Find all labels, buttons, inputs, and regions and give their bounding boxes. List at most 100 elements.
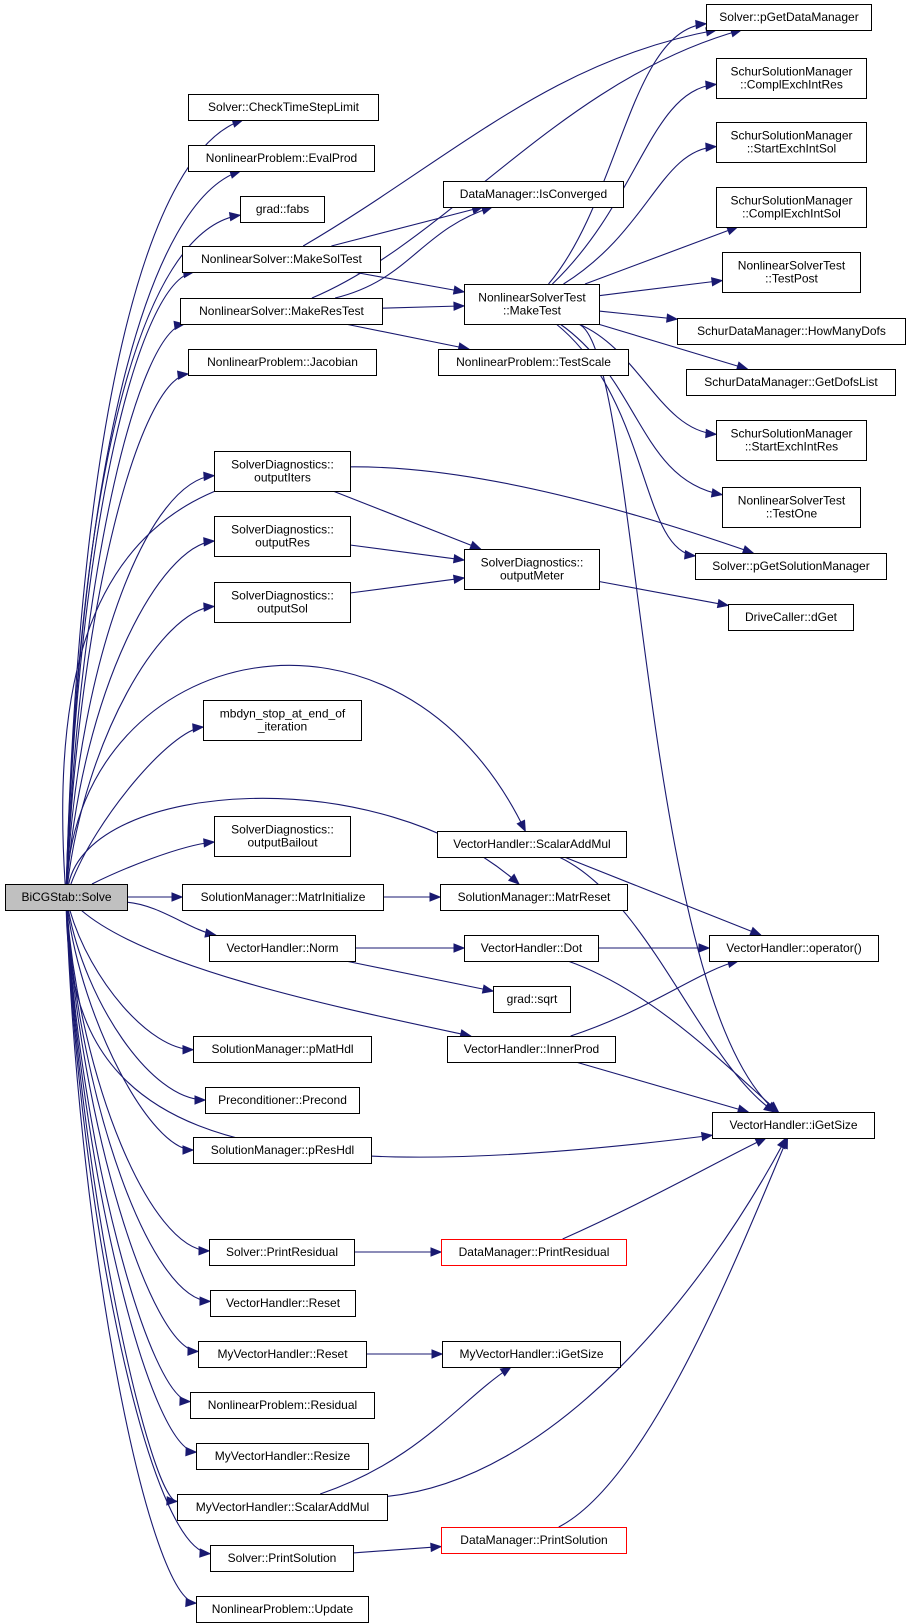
node-box[interactable] <box>722 252 861 293</box>
node-box[interactable] <box>182 246 381 273</box>
node-box[interactable] <box>205 1087 360 1114</box>
node-box[interactable] <box>464 549 600 590</box>
node-n_printsol[interactable]: Solver::PrintSolution <box>210 1545 354 1572</box>
node-n_testpost[interactable]: NonlinearSolverTest::TestPost <box>722 252 861 293</box>
node-box[interactable] <box>188 94 379 121</box>
node-n_vhscalar[interactable]: VectorHandler::ScalarAddMul <box>437 831 627 858</box>
node-n_nlresidual[interactable]: NonlinearProblem::Residual <box>190 1392 375 1419</box>
node-box[interactable] <box>193 1036 372 1063</box>
node-n_fabs[interactable]: grad::fabs <box>240 196 325 223</box>
node-box[interactable] <box>706 4 872 31</box>
node-n_mbdyn[interactable]: mbdyn_stop_at_end_of_iteration <box>203 700 362 741</box>
node-n_myvhigetsize[interactable]: MyVectorHandler::iGetSize <box>442 1341 621 1368</box>
node-root[interactable]: BiCGStab::Solve <box>5 884 128 911</box>
node-box[interactable] <box>196 1443 369 1470</box>
node-n_dmprintres[interactable]: DataManager::PrintResidual <box>441 1239 627 1266</box>
node-box[interactable] <box>695 553 887 580</box>
node-box[interactable] <box>209 1239 355 1266</box>
node-box[interactable] <box>709 935 879 962</box>
node-box[interactable] <box>441 1239 627 1266</box>
node-n_pmathdl[interactable]: SolutionManager::pMatHdl <box>193 1036 372 1063</box>
node-n_checktime[interactable]: Solver::CheckTimeStepLimit <box>188 94 379 121</box>
node-n_getdofs[interactable]: SchurDataManager::GetDofsList <box>686 369 896 396</box>
node-box[interactable] <box>686 369 896 396</box>
node-box[interactable] <box>209 935 356 962</box>
node-n_outmeter[interactable]: SolverDiagnostics::outputMeter <box>464 549 600 590</box>
node-box[interactable] <box>214 516 351 557</box>
node-box[interactable] <box>203 700 362 741</box>
node-box[interactable] <box>188 145 375 172</box>
node-n_outiters[interactable]: SolverDiagnostics::outputIters <box>214 451 351 492</box>
node-n_myvhresize[interactable]: MyVectorHandler::Resize <box>196 1443 369 1470</box>
node-box[interactable] <box>677 318 906 345</box>
node-n_outbailout[interactable]: SolverDiagnostics::outputBailout <box>214 816 351 857</box>
node-n_myvhscalar[interactable]: MyVectorHandler::ScalarAddMul <box>177 1494 388 1521</box>
node-box[interactable] <box>441 1527 627 1554</box>
node-n_vhdot[interactable]: VectorHandler::Dot <box>464 935 599 962</box>
node-n_dget[interactable]: DriveCaller::dGet <box>728 604 854 631</box>
node-n_pgetdm[interactable]: Solver::pGetDataManager <box>706 4 872 31</box>
node-box[interactable] <box>716 58 867 99</box>
node-box[interactable] <box>210 1545 354 1572</box>
node-n_myvhreset[interactable]: MyVectorHandler::Reset <box>198 1341 367 1368</box>
node-box[interactable] <box>716 122 867 163</box>
node-box[interactable] <box>443 181 624 208</box>
node-n_vhigetsize[interactable]: VectorHandler::iGetSize <box>712 1112 875 1139</box>
node-n_startres[interactable]: SchurSolutionManager::StartExchIntRes <box>716 420 867 461</box>
node-n_innerprod[interactable]: VectorHandler::InnerProd <box>447 1036 616 1063</box>
node-n_vhnorm[interactable]: VectorHandler::Norm <box>209 935 356 962</box>
node-box[interactable] <box>190 1392 375 1419</box>
node-n_jacobian[interactable]: NonlinearProblem::Jacobian <box>188 349 377 376</box>
node-box[interactable] <box>177 1494 388 1521</box>
node-n_startsol[interactable]: SchurSolutionManager::StartExchIntSol <box>716 122 867 163</box>
node-box[interactable] <box>712 1112 875 1139</box>
node-n_sqrt[interactable]: grad::sqrt <box>493 986 571 1013</box>
node-box[interactable] <box>180 298 383 325</box>
node-box[interactable] <box>210 1290 356 1317</box>
node-box[interactable] <box>438 349 629 376</box>
node-n_printres[interactable]: Solver::PrintResidual <box>209 1239 355 1266</box>
node-n_matrreset[interactable]: SolutionManager::MatrReset <box>440 884 628 911</box>
node-n_evalprod[interactable]: NonlinearProblem::EvalProd <box>188 145 375 172</box>
node-box[interactable] <box>447 1036 616 1063</box>
node-box[interactable] <box>5 884 128 911</box>
node-box[interactable] <box>214 582 351 623</box>
node-n_vhreset[interactable]: VectorHandler::Reset <box>210 1290 356 1317</box>
node-box[interactable] <box>240 196 325 223</box>
node-box[interactable] <box>716 187 867 228</box>
node-box[interactable] <box>716 420 867 461</box>
node-box[interactable] <box>493 986 571 1013</box>
node-n_nlupdate[interactable]: NonlinearProblem::Update <box>196 1596 369 1623</box>
node-n_pgetsm[interactable]: Solver::pGetSolutionManager <box>695 553 887 580</box>
node-box[interactable] <box>464 935 599 962</box>
node-n_makesoltest[interactable]: NonlinearSolver::MakeSolTest <box>182 246 381 273</box>
node-n_presh[interactable]: SolutionManager::pResHdl <box>193 1137 372 1164</box>
node-n_testone[interactable]: NonlinearSolverTest::TestOne <box>722 487 861 528</box>
node-n_complres[interactable]: SchurSolutionManager::ComplExchIntRes <box>716 58 867 99</box>
node-box[interactable] <box>196 1596 369 1623</box>
node-box[interactable] <box>188 349 377 376</box>
node-n_operator[interactable]: VectorHandler::operator() <box>709 935 879 962</box>
node-n_outres[interactable]: SolverDiagnostics::outputRes <box>214 516 351 557</box>
node-box[interactable] <box>728 604 854 631</box>
node-box[interactable] <box>214 816 351 857</box>
node-n_complsol[interactable]: SchurSolutionManager::ComplExchIntSol <box>716 187 867 228</box>
node-box[interactable] <box>214 451 351 492</box>
node-box[interactable] <box>198 1341 367 1368</box>
node-n_maketest[interactable]: NonlinearSolverTest::MakeTest <box>464 284 600 325</box>
node-box[interactable] <box>722 487 861 528</box>
node-n_outsol[interactable]: SolverDiagnostics::outputSol <box>214 582 351 623</box>
node-n_testscale[interactable]: NonlinearProblem::TestScale <box>438 349 629 376</box>
node-box[interactable] <box>437 831 627 858</box>
node-box[interactable] <box>464 284 600 325</box>
node-box[interactable] <box>182 884 384 911</box>
node-box[interactable] <box>442 1341 621 1368</box>
node-n_dmprintsol[interactable]: DataManager::PrintSolution <box>441 1527 627 1554</box>
node-n_isconverged[interactable]: DataManager::IsConverged <box>443 181 624 208</box>
node-n_precond[interactable]: Preconditioner::Precond <box>205 1087 360 1114</box>
node-n_howmany[interactable]: SchurDataManager::HowManyDofs <box>677 318 906 345</box>
node-n_matrinit[interactable]: SolutionManager::MatrInitialize <box>182 884 384 911</box>
node-box[interactable] <box>193 1137 372 1164</box>
node-n_makerestest[interactable]: NonlinearSolver::MakeResTest <box>180 298 383 325</box>
node-box[interactable] <box>440 884 628 911</box>
